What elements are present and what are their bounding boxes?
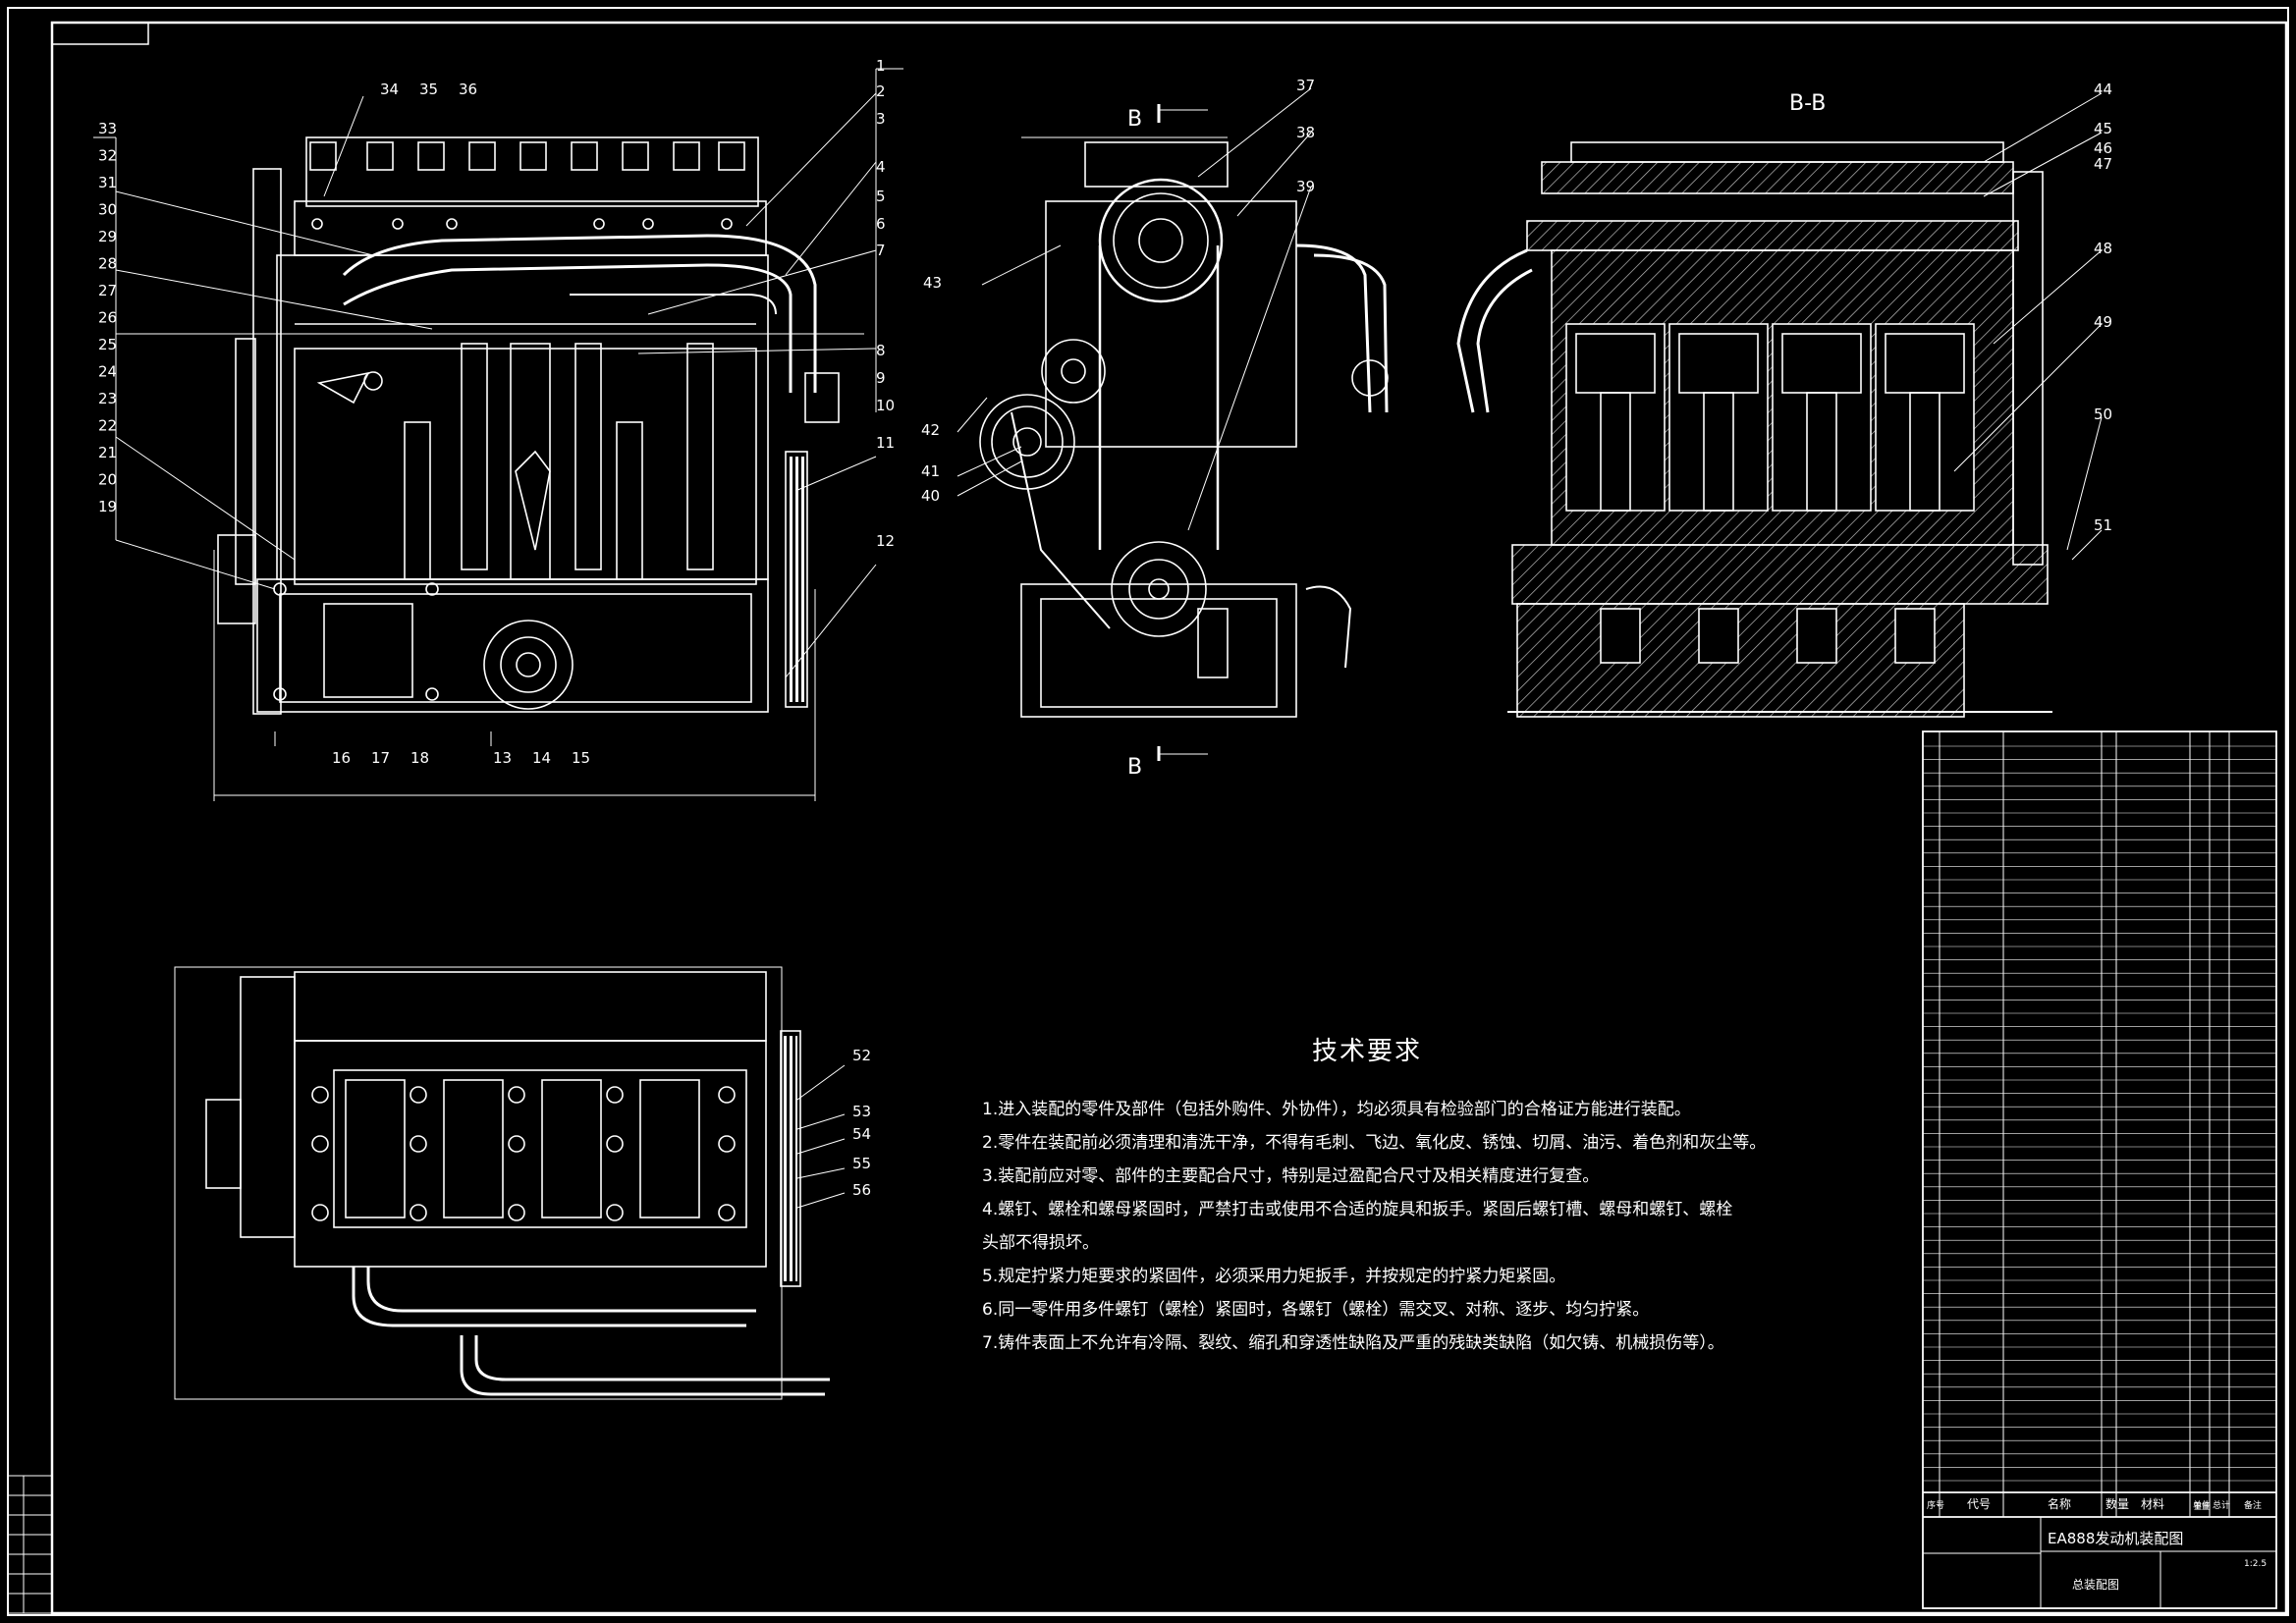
balloon-53: 53 (852, 1103, 871, 1120)
balloon-29: 29 (98, 228, 117, 245)
balloon-51: 51 (2094, 516, 2112, 534)
parts-header-7: 备注 (2244, 1499, 2262, 1511)
balloon-11: 11 (876, 434, 895, 452)
balloon-31: 31 (98, 174, 117, 191)
parts-header-4: 材料 (2141, 1497, 2164, 1511)
balloon-24: 24 (98, 363, 117, 381)
balloon-40: 40 (921, 487, 940, 505)
balloon-23: 23 (98, 390, 117, 407)
balloon-10: 10 (876, 397, 895, 414)
balloon-19: 19 (98, 498, 117, 515)
balloon-7: 7 (876, 242, 886, 259)
title-block-weight-label: 重量 (2194, 1501, 2210, 1511)
balloon-3: 3 (876, 110, 886, 128)
balloon-27: 27 (98, 282, 117, 299)
section-label: B-B (1789, 91, 1826, 116)
balloon-32: 32 (98, 147, 117, 165)
balloon-38: 38 (1296, 124, 1315, 141)
front-view (213, 136, 840, 801)
balloon-4: 4 (876, 158, 886, 176)
balloon-8: 8 (876, 342, 886, 359)
balloon-26: 26 (98, 309, 117, 327)
tech-item-4: 4.螺钉、螺栓和螺母紧固时，严禁打击或使用不合适的旋具和扳手。紧固后螺钉槽、螺母… (982, 1200, 1733, 1253)
balloon-37: 37 (1296, 77, 1315, 94)
balloon-14: 14 (532, 749, 551, 767)
balloon-30: 30 (98, 201, 117, 219)
balloon-54: 54 (852, 1125, 871, 1143)
tech-item-2: 2.零件在装配前必须清理和清洗干净，不得有毛刺、飞边、氧化皮、锈蚀、切屑、油污、… (982, 1133, 1767, 1153)
tech-item-6: 6.同一零件用多件螺钉（螺栓）紧固时，各螺钉（螺栓）需交叉、对称、逐步、均匀拧紧… (982, 1300, 1650, 1320)
balloon-12: 12 (876, 532, 895, 550)
parts-header-6: 总计 (2213, 1499, 2230, 1511)
balloon-46: 46 (2094, 139, 2112, 157)
technical-requirements: 技术要求 1.进入装配的零件及部件（包括外购件、外协件），均必须具有检验部门的合… (982, 1031, 1767, 1360)
balloon-35: 35 (419, 81, 438, 98)
balloon-1: 1 (876, 57, 886, 75)
parts-header-3: 数量 (2105, 1496, 2129, 1511)
balloon-28: 28 (98, 255, 117, 273)
balloon-15: 15 (572, 749, 590, 767)
parts-header-1: 代号 (1967, 1497, 1991, 1511)
balloon-48: 48 (2094, 240, 2112, 257)
tech-item-5: 5.规定拧紧力矩要求的紧固件，必须采用力矩扳手，并按规定的拧紧力矩紧固。 (982, 1267, 1566, 1286)
tech-item-7: 7.铸件表面上不允许有冷隔、裂纹、缩孔和穿透性缺陷及严重的残缺类缺陷（如欠铸、机… (982, 1333, 1724, 1353)
tech-item-3: 3.装配前应对零、部件的主要配合尺寸，特别是过盈配合尺寸及相关精度进行复查。 (982, 1166, 1600, 1186)
balloon-44: 44 (2094, 81, 2112, 98)
parts-list-header-row: 序号 代号 名称 数量材料 单件总计 备注 (1927, 1496, 2262, 1511)
plan-view (174, 966, 830, 1400)
balloon-45: 45 (2094, 120, 2112, 137)
balloon-49: 49 (2094, 313, 2112, 331)
balloon-43: 43 (923, 274, 942, 292)
balloon-47: 47 (2094, 155, 2112, 173)
balloon-39: 39 (1296, 178, 1315, 195)
balloon-36: 36 (459, 81, 477, 98)
cut-label-top: B (1127, 107, 1142, 132)
tech-heading: 技术要求 (1312, 1037, 1423, 1066)
balloon-42: 42 (921, 421, 940, 439)
title-block-scale: 1:2.5 (2244, 1559, 2267, 1569)
parts-header-0: 序号 (1927, 1499, 1944, 1511)
balloon-22: 22 (98, 417, 117, 435)
margin-stamp-block (7, 1475, 53, 1614)
section-view (1456, 141, 2052, 718)
title-block-title: EA888发动机装配图 (2048, 1530, 2183, 1547)
side-view (979, 104, 1389, 761)
balloon-20: 20 (98, 471, 117, 489)
balloon-52: 52 (852, 1047, 871, 1064)
balloon-17: 17 (371, 749, 390, 767)
balloon-33: 33 (98, 120, 117, 137)
parts-list-grid (1922, 730, 2277, 1609)
balloon-25: 25 (98, 336, 117, 353)
sheet-frame (7, 7, 2289, 1616)
balloon-55: 55 (852, 1155, 871, 1172)
parts-header-2: 名称 (2048, 1496, 2071, 1511)
balloon-56: 56 (852, 1181, 871, 1199)
leader-lines (93, 68, 2103, 1209)
balloon-18: 18 (410, 749, 429, 767)
balloon-2: 2 (876, 82, 886, 100)
balloon-16: 16 (332, 749, 351, 767)
balloon-41: 41 (921, 462, 940, 480)
balloon-13: 13 (493, 749, 512, 767)
title-block-drawing-type: 总装配图 (2072, 1578, 2119, 1592)
balloon-21: 21 (98, 444, 117, 461)
tech-item-1: 1.进入装配的零件及部件（包括外购件、外协件），均必须具有检验部门的合格证方能进… (982, 1100, 1691, 1119)
balloon-34: 34 (380, 81, 399, 98)
balloon-50: 50 (2094, 406, 2112, 423)
balloon-6: 6 (876, 215, 886, 233)
parts-list-rows (1923, 745, 2276, 1482)
balloon-9: 9 (876, 369, 886, 387)
parts-header-5: 单件 (2193, 1499, 2211, 1511)
cut-label-bottom: B (1127, 755, 1142, 780)
balloon-5: 5 (876, 188, 886, 205)
